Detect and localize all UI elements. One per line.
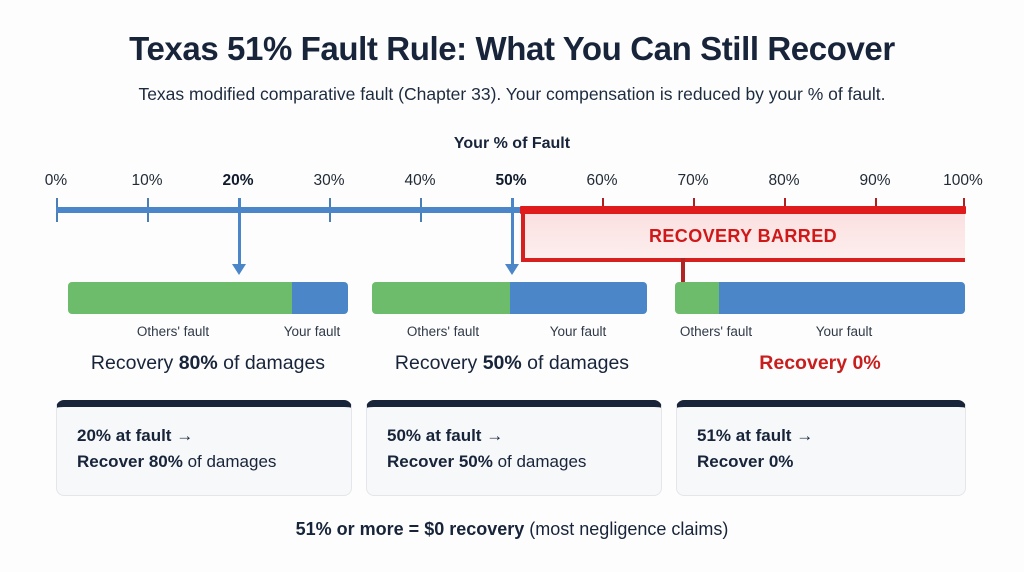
scenario-card-3: 51% at fault → Recover 0% [676, 400, 966, 496]
bar-3-others-segment [675, 282, 719, 314]
tick-label-90: 90% [859, 172, 891, 189]
tick-label-100: 100% [943, 172, 983, 189]
card-1-recover-bold: Recover 80% [77, 452, 183, 471]
scenario-card-2: 50% at fault → Recover 50% of damages [366, 400, 662, 496]
bar-1-your-label: Your fault [283, 324, 341, 339]
fault-bar-3 [675, 282, 965, 314]
card-3-line-2: Recover 0% [697, 449, 945, 475]
bar-1-recovery-value: 80% [178, 352, 218, 374]
bar-1-recovery-prefix: Recovery [90, 352, 179, 374]
footer-note: 51% or more = $0 recovery (most negligen… [0, 519, 1024, 540]
recovery-barred-band [521, 214, 965, 262]
tick-label-50: 50% [495, 172, 527, 189]
tick-label-20: 20% [222, 172, 254, 189]
bar-2-recovery-prefix: Recovery [394, 352, 483, 374]
bar-1-others-label: Others' fault [136, 324, 210, 339]
tick-label-0: 0% [44, 172, 68, 189]
bar-1-recovery-suffix: of damages [217, 352, 326, 374]
card-1-recover-rest: of damages [182, 452, 277, 471]
bar-2-others-label: Others' fault [406, 324, 480, 339]
connector-shaft-20 [238, 198, 241, 266]
axis-caption: Your % of Fault [453, 135, 571, 152]
scenario-card-1: 20% at fault → Recover 80% of damages [56, 400, 352, 496]
card-2-recover-bold: Recover 50% [387, 452, 493, 471]
bar-2-recovery-text: Recovery 50% of damages [395, 352, 629, 375]
connector-shaft-50 [511, 198, 514, 266]
card-3-line-1: 51% at fault → [697, 423, 945, 449]
tick-label-40: 40% [404, 172, 436, 189]
bar-3-your-label: Your fault [815, 324, 873, 339]
card-2-line-1: 50% at fault → [387, 423, 641, 449]
tick-label-70: 70% [677, 172, 709, 189]
connector-arrowhead-20 [232, 264, 246, 275]
tick-label-60: 60% [586, 172, 618, 189]
bar-3-others-label: Others' fault [679, 324, 753, 339]
bar-3-recovery-text: Recovery 0% [759, 352, 881, 374]
axis-recoverable-segment [56, 207, 522, 213]
tick-label-80: 80% [768, 172, 800, 189]
card-3-line-1-text: 51% at fault → [697, 426, 814, 445]
axis-barred-segment [520, 206, 966, 214]
card-2-recover-rest: of damages [492, 452, 587, 471]
card-1-line-2: Recover 80% of damages [77, 449, 331, 475]
bar-2-recovery-suffix: of damages [521, 352, 630, 374]
page-title: Texas 51% Fault Rule: What You Can Still… [129, 30, 895, 67]
connector-arrowhead-50 [505, 264, 519, 275]
bar-2-recovery-value: 50% [482, 352, 522, 374]
card-1-line-1-text: 20% at fault → [77, 426, 194, 445]
bar-2-your-segment [509, 282, 647, 314]
bar-1-recovery-text: Recovery 80% of damages [91, 352, 325, 375]
page-subtitle: Texas modified comparative fault (Chapte… [138, 84, 886, 104]
bar-1-others-segment [68, 282, 292, 314]
bar-1-your-segment [292, 282, 348, 314]
footer-bold: 51% or more = $0 recovery [295, 519, 525, 539]
card-3-recover-bold: Recover 0% [697, 452, 794, 471]
tick-label-10: 10% [131, 172, 163, 189]
fault-bar-1 [68, 282, 348, 314]
bar-2-others-segment [372, 282, 510, 314]
bar-3-your-segment [718, 282, 965, 314]
footer-rest: (most negligence claims) [524, 519, 729, 539]
card-2-line-1-text: 50% at fault → [387, 426, 504, 445]
tick-label-30: 30% [313, 172, 345, 189]
recovery-barred-label: RECOVERY BARRED [648, 226, 838, 246]
barred-connector-drop [681, 258, 685, 290]
bar-2-your-label: Your fault [549, 324, 607, 339]
card-2-line-2: Recover 50% of damages [387, 449, 641, 475]
fault-bar-2 [372, 282, 647, 314]
card-1-line-1: 20% at fault → [77, 423, 331, 449]
